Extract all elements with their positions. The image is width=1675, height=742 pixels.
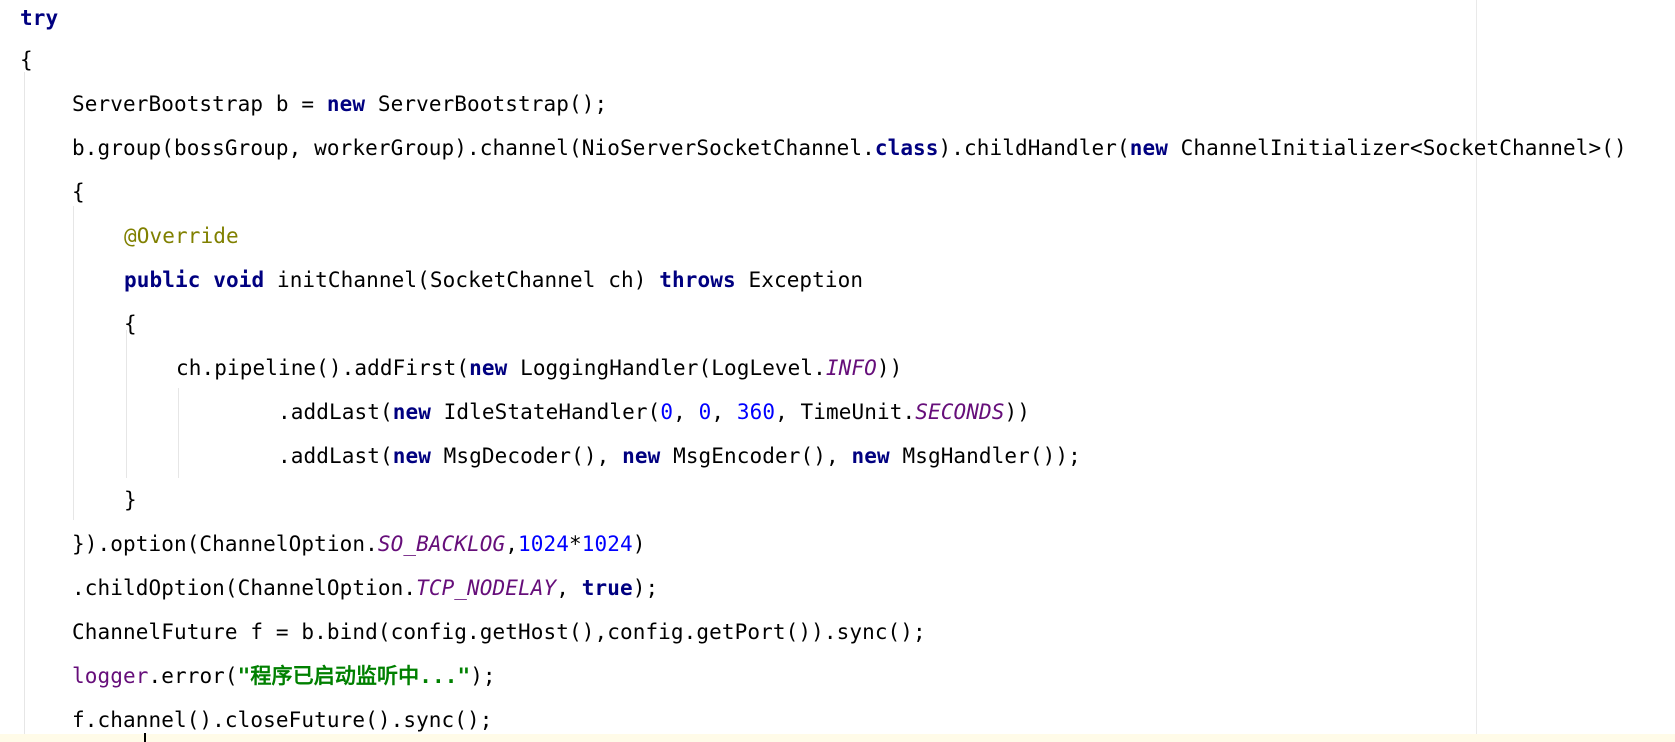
code-token: new — [469, 356, 508, 380]
code-token: public — [124, 268, 201, 292]
code-line[interactable]: { — [124, 306, 137, 342]
code-token: TCP_NODELAY — [416, 576, 557, 600]
indent-guide — [126, 330, 127, 478]
code-token: "程序已启动监听中..." — [237, 664, 471, 688]
code-token: .addLast( — [278, 444, 393, 468]
code-token: 0 — [698, 400, 712, 424]
code-line[interactable]: ServerBootstrap b = new ServerBootstrap(… — [72, 86, 607, 122]
code-line[interactable]: try — [20, 0, 58, 36]
indent-guide — [178, 388, 179, 478]
code-token: ServerBootstrap b = — [72, 92, 327, 116]
code-token: ); — [470, 664, 496, 688]
code-line[interactable]: .childOption(ChannelOption.TCP_NODELAY, … — [72, 570, 658, 606]
code-token: Exception — [735, 268, 864, 292]
code-line[interactable]: { — [20, 42, 33, 78]
code-token: { — [20, 48, 33, 72]
code-token: new — [392, 444, 431, 468]
code-token: INFO — [825, 356, 877, 380]
code-token: .addLast( — [278, 400, 393, 424]
code-token: SO_BACKLOG — [377, 532, 506, 556]
code-token: 360 — [736, 400, 776, 424]
code-token: new — [851, 444, 890, 468]
code-token — [200, 268, 213, 292]
code-token: SECONDS — [915, 400, 1005, 424]
code-token: initChannel(SocketChannel ch) — [264, 268, 660, 292]
code-token: }).option(ChannelOption. — [72, 532, 378, 556]
code-token: MsgDecoder(), — [430, 444, 623, 468]
code-token: , — [556, 576, 582, 600]
code-token: b.group(bossGroup, workerGroup).channel(… — [72, 136, 875, 160]
code-token: )) — [876, 356, 903, 380]
code-token: ch.pipeline().addFirst( — [176, 356, 470, 380]
code-token: new — [622, 444, 661, 468]
code-token: ChannelInitializer<SocketChannel>() — [1167, 136, 1627, 160]
code-token: new — [392, 400, 431, 424]
code-token: ChannelFuture f = b.bind(config.getHost(… — [72, 620, 926, 644]
indent-guide — [24, 72, 25, 734]
code-token: )) — [1004, 400, 1030, 424]
code-line[interactable]: @Override — [124, 218, 239, 254]
code-token: class — [874, 136, 939, 160]
code-token: ).childHandler( — [938, 136, 1130, 160]
code-line[interactable]: { — [72, 174, 85, 210]
code-token: throws — [659, 268, 736, 292]
code-token: 0 — [660, 400, 674, 424]
code-token: MsgHandler()); — [889, 444, 1081, 468]
code-line[interactable]: ChannelFuture f = b.bind(config.getHost(… — [72, 614, 926, 650]
code-token: 1024 — [581, 532, 633, 556]
code-token: { — [72, 180, 85, 204]
code-token: ServerBootstrap(); — [365, 92, 608, 116]
code-token: 1024 — [518, 532, 570, 556]
code-token: } — [124, 488, 137, 512]
code-line[interactable]: public void initChannel(SocketChannel ch… — [124, 262, 863, 298]
right-margin-guide — [1476, 0, 1477, 742]
current-line-highlight — [0, 734, 1675, 742]
code-token: true — [581, 576, 633, 600]
code-token: new — [1129, 136, 1168, 160]
code-line[interactable]: f.channel().closeFuture().sync(); — [72, 702, 493, 738]
code-line[interactable]: } — [124, 482, 137, 518]
code-token: f.channel().closeFuture().sync(); — [72, 708, 493, 732]
code-line[interactable]: .addLast(new MsgDecoder(), new MsgEncode… — [278, 438, 1081, 474]
code-token: LoggingHandler(LogLevel. — [507, 356, 826, 380]
indent-guide — [73, 206, 74, 520]
code-line[interactable]: logger.error("程序已启动监听中..."); — [72, 658, 496, 694]
code-token: .childOption(ChannelOption. — [72, 576, 417, 600]
code-token: void — [213, 268, 265, 292]
code-token: ) — [632, 532, 646, 556]
code-token: * — [569, 532, 582, 556]
code-line[interactable]: b.group(bossGroup, workerGroup).channel(… — [72, 130, 1627, 166]
code-token: @Override — [124, 224, 239, 248]
code-token: , — [673, 400, 699, 424]
code-token: , — [505, 532, 519, 556]
code-token: { — [124, 312, 137, 336]
code-line[interactable]: .addLast(new IdleStateHandler(0, 0, 360,… — [278, 394, 1030, 430]
code-line[interactable]: }).option(ChannelOption.SO_BACKLOG,1024*… — [72, 526, 646, 562]
code-token: MsgEncoder(), — [660, 444, 852, 468]
code-token: IdleStateHandler( — [430, 400, 661, 424]
code-token: try — [20, 6, 59, 30]
code-token: ); — [632, 576, 659, 600]
code-token: new — [326, 92, 366, 116]
code-token: , — [711, 400, 737, 424]
code-token: .error( — [148, 664, 238, 688]
text-caret — [144, 733, 146, 742]
code-token: , TimeUnit. — [775, 400, 916, 424]
code-line[interactable]: ch.pipeline().addFirst(new LoggingHandle… — [176, 350, 902, 386]
code-token: logger — [72, 664, 149, 688]
